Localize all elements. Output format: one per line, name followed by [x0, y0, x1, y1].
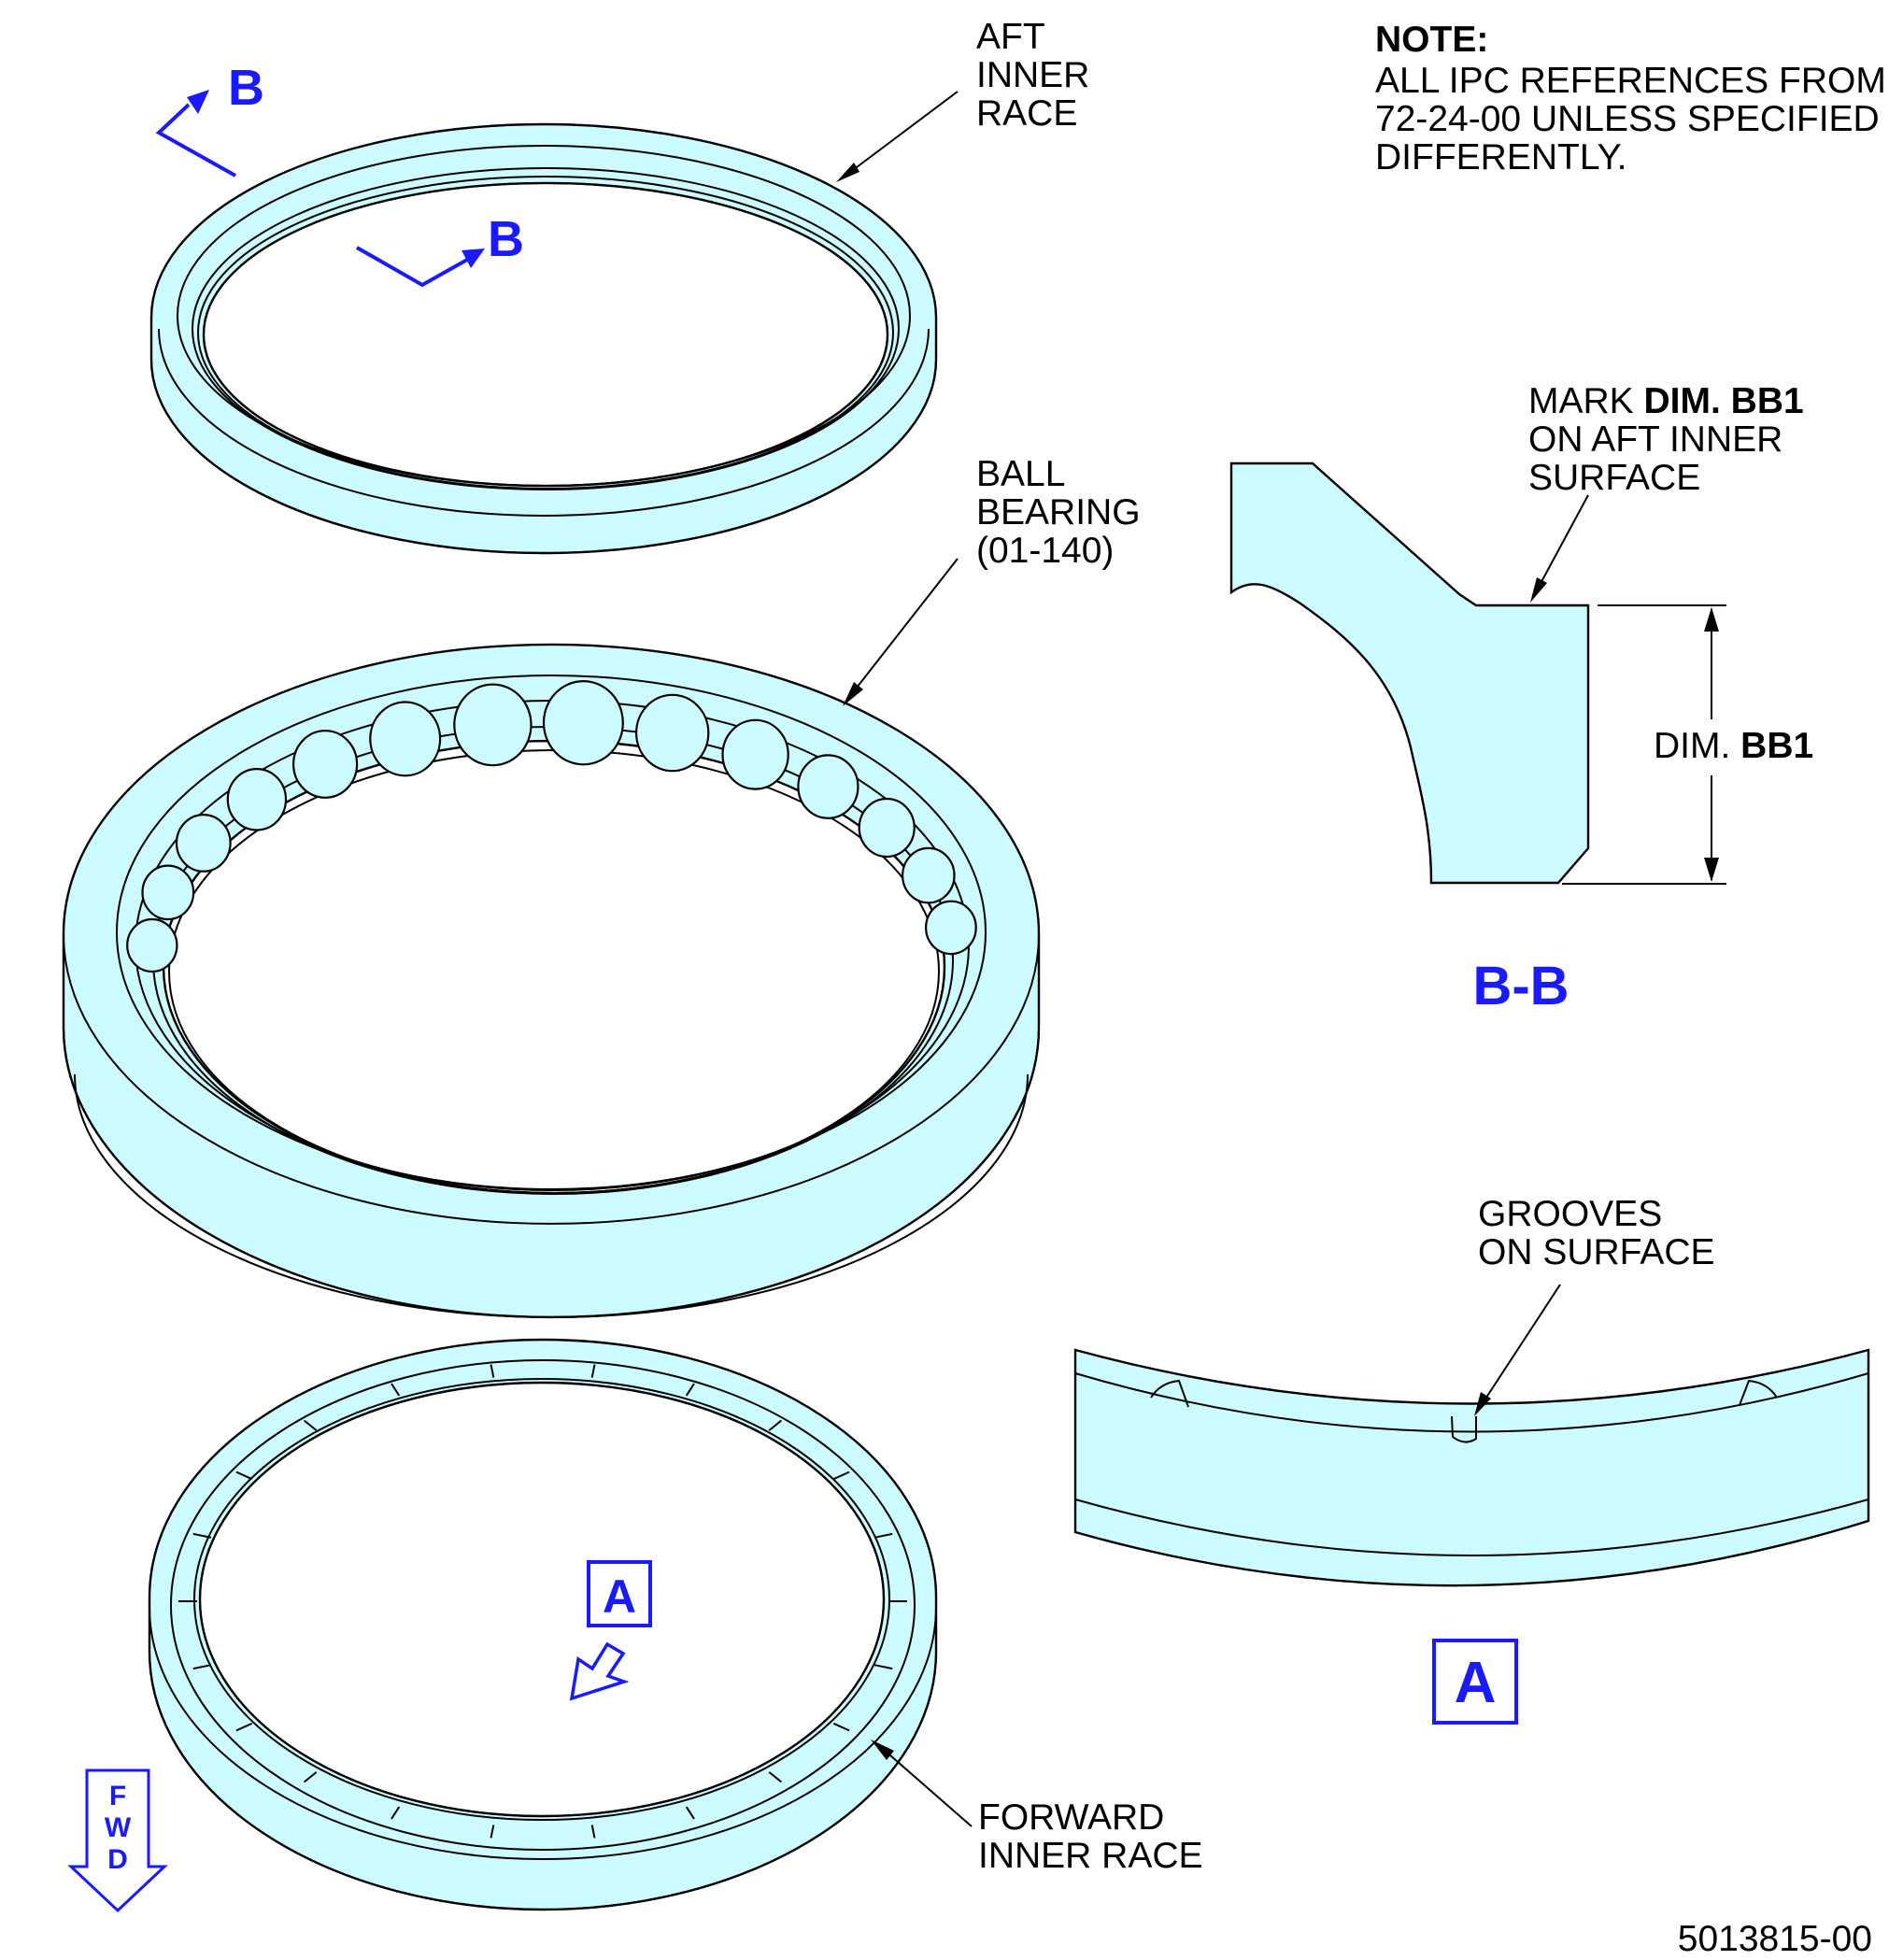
- race-groove: [832, 1470, 850, 1481]
- note-line-3: DIFFERENTLY.: [1375, 137, 1626, 178]
- race-groove: [685, 1806, 695, 1820]
- bearing-ball: [542, 680, 624, 766]
- bearing-ball: [292, 730, 359, 799]
- aft-callout-line-3: RACE: [976, 93, 1077, 134]
- mark-dim-line-1: MARK DIM. BB1: [1528, 381, 1804, 421]
- section-cut-b-arrows: [155, 90, 485, 288]
- fwd-race-callout-line-2: INNER RACE: [978, 1836, 1203, 1876]
- note-line-2: 72-24-00 UNLESS SPECIFIED: [1375, 99, 1880, 139]
- race-groove: [391, 1383, 401, 1397]
- bearing-ball: [141, 864, 195, 921]
- note-title: NOTE:: [1375, 20, 1488, 60]
- fwd-direction-arrow: [67, 1768, 168, 1913]
- grooves-callout: GROOVES ON SURFACE: [1478, 1194, 1715, 1272]
- race-groove: [303, 1419, 318, 1431]
- mark-dim-callout: MARK DIM. BB1 ON AFT INNER SURFACE: [1528, 381, 1804, 498]
- bearing-ball: [635, 693, 710, 773]
- note-line-1: ALL IPC REFERENCES FROM: [1375, 61, 1886, 101]
- grooves-line-2: ON SURFACE: [1478, 1232, 1715, 1272]
- aft-callout-line-2: INNER: [976, 55, 1089, 95]
- bearing-ball: [797, 754, 859, 819]
- bearing-balls: [126, 680, 977, 973]
- race-groove: [391, 1806, 401, 1820]
- fwd-letter-d: D: [107, 1844, 128, 1875]
- detail-a-letter-small: A: [603, 1570, 636, 1623]
- ball-bearing-drawing: [62, 643, 1041, 1319]
- bearing-ball: [721, 718, 789, 790]
- forward-inner-race-drawing: [148, 1338, 938, 1911]
- detail-a-label-box: [1432, 1639, 1518, 1725]
- drawing-number: 5013815-00: [1678, 1919, 1872, 1959]
- race-groove: [490, 1364, 495, 1378]
- race-groove: [590, 1825, 596, 1839]
- race-groove: [873, 1532, 893, 1539]
- race-groove: [768, 1771, 783, 1783]
- bearing-callout-line-1: BALL: [976, 454, 1065, 494]
- fwd-letter-f: F: [109, 1781, 126, 1811]
- cut-letter-b-2: B: [488, 211, 524, 267]
- race-groove: [490, 1825, 495, 1839]
- detail-a-view-arrow: [569, 1560, 652, 1701]
- race-groove: [235, 1722, 253, 1732]
- forward-inner-race-callout: FORWARD INNER RACE: [978, 1797, 1203, 1876]
- race-groove: [590, 1364, 596, 1378]
- section-b-b-profile: [1229, 462, 1590, 885]
- note-block: NOTE: ALL IPC REFERENCES FROM 72-24-00 U…: [1375, 20, 1886, 178]
- bearing-ball: [925, 900, 977, 956]
- bearing-ball: [901, 846, 956, 904]
- bearing-ball: [858, 797, 916, 859]
- race-groove: [303, 1771, 318, 1783]
- fwd-race-callout-line-1: FORWARD: [978, 1797, 1164, 1838]
- bearing-ball: [369, 701, 442, 777]
- bearing-callout-line-3: (01-140): [976, 531, 1114, 571]
- grooves-line-1: GROOVES: [1478, 1194, 1662, 1234]
- race-groove: [832, 1722, 850, 1732]
- bearing-ball: [453, 683, 533, 767]
- ball-bearing-callout: BALL BEARING (01-140): [976, 454, 1141, 571]
- dim-bb1-label: DIM. BB1: [1654, 726, 1813, 766]
- section-b-b-title: B-B: [1472, 956, 1569, 1016]
- aft-inner-race-callout: AFT INNER RACE: [976, 17, 1089, 134]
- race-groove: [192, 1532, 212, 1539]
- fwd-letter-w: W: [105, 1812, 132, 1843]
- race-groove: [235, 1470, 253, 1481]
- detail-a-enlarged-view: [1073, 1348, 1870, 1587]
- leader-lines: [836, 91, 1589, 1827]
- bearing-ball: [226, 767, 288, 831]
- race-groove: [873, 1664, 893, 1670]
- race-grooves: [178, 1364, 907, 1839]
- dim-bb1-dimension-lines: [1562, 604, 1726, 885]
- detail-a-letter-large: A: [1455, 1651, 1497, 1715]
- mark-dim-line-2: ON AFT INNER: [1528, 419, 1782, 460]
- bearing-ball: [175, 814, 232, 873]
- race-groove: [192, 1664, 212, 1670]
- aft-callout-line-1: AFT: [976, 17, 1045, 57]
- bearing-ball: [126, 917, 178, 973]
- cut-letter-b-1: B: [228, 60, 264, 116]
- aft-inner-race-drawing: [149, 122, 938, 555]
- mark-dim-line-3: SURFACE: [1528, 458, 1700, 498]
- race-groove: [768, 1419, 783, 1431]
- bearing-callout-line-2: BEARING: [976, 492, 1141, 533]
- race-groove: [685, 1383, 695, 1397]
